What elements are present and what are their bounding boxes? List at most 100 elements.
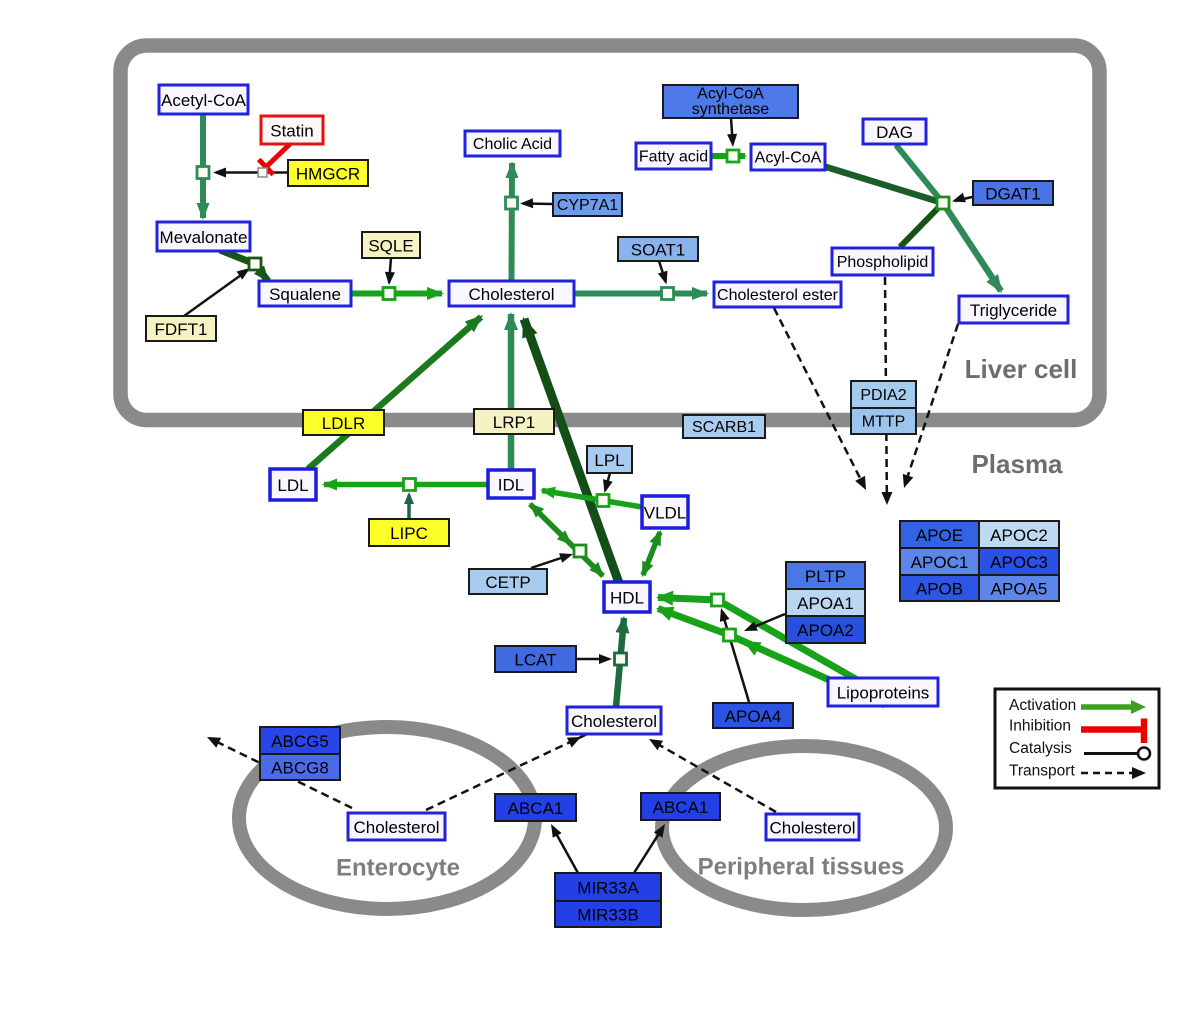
node-statin[interactable]: Statin bbox=[259, 114, 325, 146]
legend-transport-arrowhead bbox=[1132, 767, 1146, 779]
node-cholesterol-ester[interactable]: Cholesterol ester bbox=[712, 280, 843, 309]
node-box-lipoproteins bbox=[826, 676, 940, 708]
node-lpl[interactable]: LPL bbox=[586, 445, 633, 474]
node-cholic-acid[interactable]: Cholic Acid bbox=[463, 129, 562, 158]
node-box-abca1-peripheral bbox=[640, 792, 721, 821]
arrowhead-lipoproteins-to-hdl-upper bbox=[656, 590, 674, 606]
node-vldl[interactable]: VLDL bbox=[640, 494, 690, 530]
node-box-pltp bbox=[785, 561, 866, 590]
node-apoc1[interactable]: APOC1 bbox=[899, 547, 980, 576]
node-soat1[interactable]: SOAT1 bbox=[617, 236, 699, 262]
node-box-mir33b bbox=[554, 900, 662, 928]
node-box-apoc2 bbox=[978, 520, 1060, 549]
node-fatty-acid[interactable]: Fatty acid bbox=[634, 141, 713, 171]
node-box-cholesterol-liver bbox=[447, 279, 576, 308]
inhibition-bar-statin-inhibition bbox=[256, 157, 276, 177]
node-sqle[interactable]: SQLE bbox=[361, 231, 421, 259]
junction-hmgcr bbox=[195, 165, 211, 180]
node-apoa4[interactable]: APOA4 bbox=[712, 702, 794, 729]
node-apoa5[interactable]: APOA5 bbox=[978, 574, 1060, 602]
node-idl[interactable]: IDL bbox=[486, 468, 536, 500]
arrowhead-sqle-catalysis bbox=[384, 271, 395, 285]
node-apoc3[interactable]: APOC3 bbox=[978, 547, 1060, 576]
arrowhead-idl-hdl-exchange bbox=[529, 503, 545, 518]
node-box-hdl bbox=[602, 580, 652, 614]
node-apob[interactable]: APOB bbox=[899, 574, 980, 602]
node-pdia2[interactable]: PDIA2 bbox=[850, 380, 917, 409]
arrowhead-lipc-to-junction bbox=[404, 492, 414, 504]
node-box-pdia2 bbox=[850, 380, 917, 409]
junction-cyp7a1 bbox=[504, 195, 519, 211]
node-dgat1[interactable]: DGAT1 bbox=[972, 180, 1054, 206]
node-box-fdft1 bbox=[145, 315, 217, 342]
node-abca1-enterocyte[interactable]: ABCA1 bbox=[494, 793, 577, 822]
node-dag[interactable]: DAG bbox=[861, 117, 928, 146]
node-cholesterol-plasma[interactable]: Cholesterol bbox=[565, 705, 663, 736]
arrowhead-lpl-catalysis bbox=[603, 479, 613, 493]
node-box-dgat1 bbox=[972, 180, 1054, 206]
edge-enterocyte-cholesterol-efflux bbox=[425, 733, 587, 812]
edge-cholesterolester-secretion bbox=[772, 307, 865, 485]
liver-cell-membrane bbox=[113, 38, 1107, 428]
node-apoa1[interactable]: APOA1 bbox=[785, 588, 866, 617]
node-scarb1[interactable]: SCARB1 bbox=[682, 414, 766, 439]
node-squalene[interactable]: Squalene bbox=[257, 279, 353, 308]
edge-dag-to-dgat-junction bbox=[893, 143, 946, 205]
statin-target-port bbox=[257, 167, 268, 178]
node-triglyceride[interactable]: Triglyceride bbox=[957, 294, 1070, 325]
arrowhead-enterocyte-cholesterol-efflux bbox=[566, 737, 581, 748]
node-phospholipid[interactable]: Phospholipid bbox=[830, 246, 935, 277]
arrowhead-cholesterolester-secretion bbox=[855, 475, 866, 490]
node-mttp[interactable]: MTTP bbox=[850, 407, 917, 435]
node-fdft1[interactable]: FDFT1 bbox=[145, 315, 217, 342]
arrowhead-hdl-to-cholesterol bbox=[522, 317, 538, 339]
node-ldlr[interactable]: LDLR bbox=[302, 409, 385, 436]
node-apoe[interactable]: APOE bbox=[899, 520, 980, 549]
node-apoc2[interactable]: APOC2 bbox=[978, 520, 1060, 549]
node-mir33b[interactable]: MIR33B bbox=[554, 900, 662, 928]
node-box-acetyl-coa bbox=[157, 83, 250, 116]
junction-fdft1 bbox=[247, 256, 263, 272]
node-cyp7a1[interactable]: CYP7A1 bbox=[552, 192, 623, 217]
node-cholesterol-liver[interactable]: Cholesterol bbox=[447, 279, 576, 308]
node-cetp[interactable]: CETP bbox=[468, 568, 548, 595]
node-acetyl-coa[interactable]: Acetyl-CoA bbox=[157, 83, 250, 116]
node-hmgcr[interactable]: HMGCR bbox=[287, 159, 369, 187]
arrowhead-cholesterol-to-cholesterolester bbox=[692, 287, 709, 300]
arrowhead-cholesterol-to-hdl bbox=[615, 616, 630, 634]
arrowhead-triglyceride-secretion bbox=[902, 473, 914, 488]
node-cholesterol-enterocyte[interactable]: Cholesterol bbox=[346, 811, 447, 842]
arrowhead-vldl-hdl-exchange bbox=[649, 530, 661, 547]
arrowhead-idl-to-cholesterol bbox=[504, 312, 518, 330]
legend-activation-arrowhead bbox=[1131, 700, 1146, 714]
node-apoa2[interactable]: APOA2 bbox=[785, 615, 866, 644]
node-lrp1[interactable]: LRP1 bbox=[473, 408, 555, 435]
arrowhead-cyp7a1-catalysis bbox=[520, 198, 534, 209]
node-abca1-peripheral[interactable]: ABCA1 bbox=[640, 792, 721, 821]
node-hdl[interactable]: HDL bbox=[602, 580, 652, 614]
arrowhead-vldl-to-idl bbox=[540, 486, 556, 499]
node-box-cetp bbox=[468, 568, 548, 595]
node-mir33a[interactable]: MIR33A bbox=[554, 872, 662, 902]
node-pltp[interactable]: PLTP bbox=[785, 561, 866, 590]
arrowhead-phospholipid-secretion bbox=[881, 492, 893, 505]
arrowhead-mir33-to-abca1-right bbox=[653, 824, 665, 838]
edge-acylcoa-to-dgat-junction bbox=[822, 162, 944, 207]
node-ldl[interactable]: LDL bbox=[268, 467, 318, 502]
arrowhead-fdft1-catalysis bbox=[236, 268, 250, 280]
node-abcg5[interactable]: ABCG5 bbox=[259, 726, 341, 755]
node-box-hmgcr bbox=[287, 159, 369, 187]
arrowhead-idl-hdl-exchange-2 bbox=[589, 561, 604, 577]
node-abcg8[interactable]: ABCG8 bbox=[259, 753, 341, 781]
node-box-lipc bbox=[368, 518, 450, 547]
node-cholesterol-peripheral[interactable]: Cholesterol bbox=[764, 812, 861, 842]
node-lipc[interactable]: LIPC bbox=[368, 518, 450, 547]
node-lcat[interactable]: LCAT bbox=[494, 645, 577, 673]
node-mevalonate[interactable]: Mevalonate bbox=[155, 220, 252, 253]
node-lipoproteins[interactable]: Lipoproteins bbox=[826, 676, 940, 708]
node-acyl-coa[interactable]: Acyl-CoA bbox=[749, 142, 827, 172]
arrowhead-dgat-junction-to-triglyceride bbox=[986, 274, 1002, 293]
